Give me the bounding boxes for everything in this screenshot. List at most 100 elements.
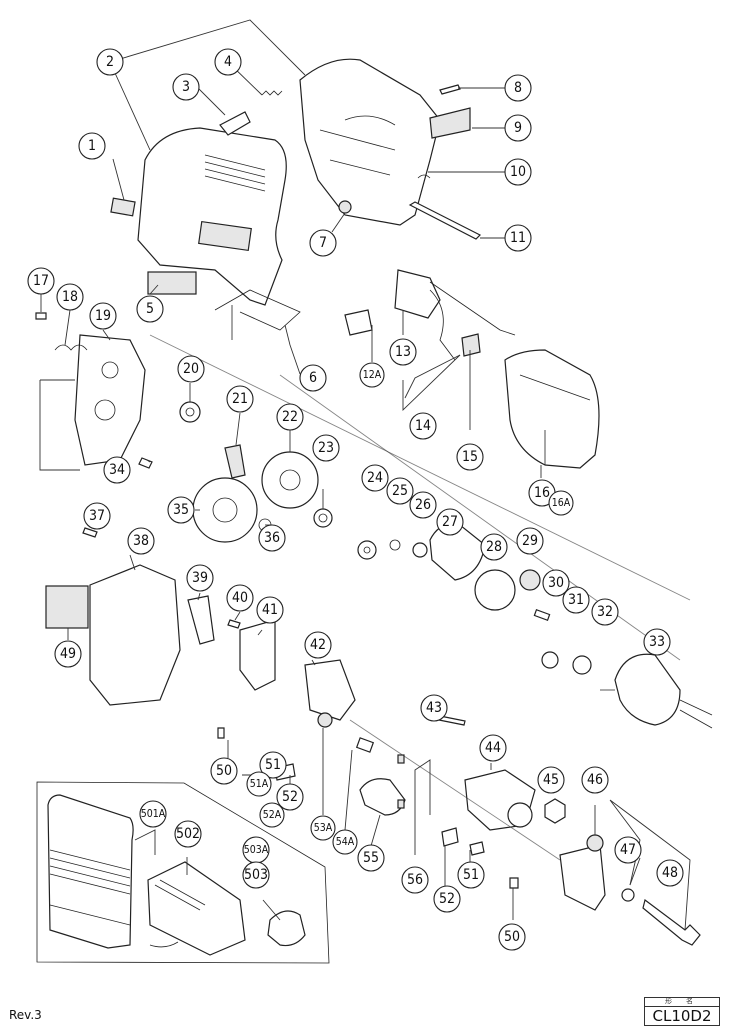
- cam-part: [359, 778, 406, 816]
- callout-49: 49: [54, 640, 82, 668]
- callout-503A: 503A: [242, 836, 270, 864]
- callout-17: 17: [27, 267, 55, 295]
- svg-text:31: 31: [568, 592, 584, 608]
- svg-text:503: 503: [244, 867, 268, 883]
- callout-30: 30: [542, 569, 570, 597]
- bolt-part: [642, 898, 701, 946]
- svg-text:10: 10: [510, 164, 526, 180]
- svg-text:29: 29: [522, 533, 538, 549]
- callout-8: 8: [504, 74, 532, 102]
- callout-21: 21: [226, 385, 254, 413]
- callout-40: 40: [226, 584, 254, 612]
- svg-text:3: 3: [182, 79, 190, 95]
- callout-9: 9: [504, 114, 532, 142]
- svg-text:49: 49: [60, 646, 76, 662]
- callout-52A: 52A: [259, 802, 285, 828]
- callout-16: 16: [528, 479, 556, 507]
- svg-text:5: 5: [146, 301, 154, 317]
- svg-text:23: 23: [318, 440, 334, 456]
- callout-14: 14: [409, 412, 437, 440]
- svg-text:21: 21: [232, 391, 248, 407]
- svg-text:27: 27: [442, 514, 458, 530]
- svg-text:6: 6: [309, 370, 317, 386]
- callout-48: 48: [656, 859, 684, 887]
- svg-text:7: 7: [319, 235, 327, 251]
- svg-text:18: 18: [62, 289, 78, 305]
- svg-text:52: 52: [282, 789, 298, 805]
- callout-25: 25: [386, 477, 414, 505]
- callout-5: 5: [136, 295, 164, 323]
- callout-50: 50: [210, 757, 238, 785]
- callout-11: 11: [504, 224, 532, 252]
- callout-501A: 501A: [139, 800, 167, 828]
- callout-35: 35: [167, 496, 195, 524]
- svg-text:26: 26: [415, 497, 431, 513]
- callout-10: 10: [504, 158, 532, 186]
- svg-text:11: 11: [510, 230, 526, 246]
- svg-text:50: 50: [504, 929, 520, 945]
- callout-13: 13: [389, 338, 417, 366]
- svg-text:9: 9: [514, 120, 522, 136]
- svg-text:19: 19: [95, 308, 111, 324]
- nut-part: [544, 798, 566, 824]
- housing-right-part: [299, 58, 441, 226]
- callout-39: 39: [186, 564, 214, 592]
- svg-text:24: 24: [367, 470, 383, 486]
- callout-16A: 16A: [548, 490, 574, 516]
- callout-503: 503: [242, 861, 270, 889]
- cover-part: [89, 564, 181, 706]
- svg-text:52: 52: [439, 891, 455, 907]
- callout-19: 19: [89, 302, 117, 330]
- callout-26: 26: [409, 491, 437, 519]
- bracket-part: [559, 844, 606, 911]
- callout-28: 28: [480, 533, 508, 561]
- svg-text:30: 30: [548, 575, 564, 591]
- svg-text:42: 42: [310, 637, 326, 653]
- wrench-part: [214, 289, 301, 340]
- label-49-part: [45, 585, 89, 629]
- battery-part: [504, 349, 600, 469]
- model-box: 形 名 CL10D2: [644, 997, 720, 1026]
- svg-text:36: 36: [264, 530, 280, 546]
- callout-44: 44: [479, 734, 507, 762]
- callout-43: 43: [420, 694, 448, 722]
- carrying-case-part: [47, 794, 134, 949]
- parts-artwork: [35, 58, 713, 964]
- svg-text:12A: 12A: [363, 369, 382, 381]
- gear-housing-part: [74, 334, 146, 466]
- callout-502: 502: [174, 820, 202, 848]
- svg-text:53A: 53A: [314, 822, 333, 834]
- callout-53A: 53A: [310, 815, 336, 841]
- hex-key-part: [408, 201, 482, 240]
- svg-text:13: 13: [395, 344, 411, 360]
- svg-text:2: 2: [106, 54, 114, 70]
- svg-text:51A: 51A: [250, 778, 269, 790]
- callout-15: 15: [456, 443, 484, 471]
- callout-3: 3: [172, 73, 200, 101]
- svg-text:41: 41: [262, 602, 278, 618]
- callout-37: 37: [83, 502, 111, 530]
- svg-text:51: 51: [463, 867, 479, 883]
- svg-text:45: 45: [543, 772, 559, 788]
- callout-52: 52: [276, 783, 304, 811]
- svg-text:52A: 52A: [263, 809, 282, 821]
- svg-text:40: 40: [232, 590, 248, 606]
- svg-text:39: 39: [192, 570, 208, 586]
- svg-text:1: 1: [88, 138, 96, 154]
- svg-text:16A: 16A: [552, 497, 571, 509]
- callout-51A: 51A: [246, 771, 272, 797]
- callout-2: 2: [96, 48, 124, 76]
- callout-33: 33: [643, 628, 671, 656]
- callout-46: 46: [581, 766, 609, 794]
- revision-label: Rev.3: [9, 1008, 42, 1022]
- callout-50: 50: [498, 923, 526, 951]
- callout-56: 56: [401, 866, 429, 894]
- callout-51: 51: [457, 861, 485, 889]
- terminal-block-part: [394, 269, 441, 319]
- lever-part: [304, 659, 356, 721]
- svg-text:22: 22: [282, 409, 298, 425]
- callout-31: 31: [562, 586, 590, 614]
- svg-text:17: 17: [33, 273, 49, 289]
- callout-4: 4: [214, 48, 242, 76]
- knob-part: [267, 910, 306, 947]
